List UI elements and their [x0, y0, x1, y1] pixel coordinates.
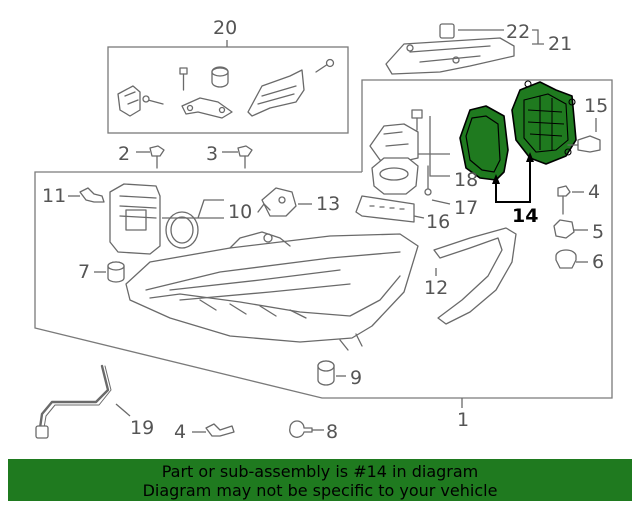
callout-2: 2 [118, 143, 130, 165]
headlamp-assembly [125, 231, 419, 351]
leader-18 [418, 116, 450, 177]
callout-10: 10 [228, 201, 252, 223]
cap-9 [317, 360, 346, 386]
bolt-4-bottom [192, 423, 235, 437]
clip-8 [289, 420, 324, 438]
callout-11: 11 [42, 185, 66, 207]
banner-line-disclaimer: Diagram may not be specific to your vehi… [142, 481, 498, 500]
bolt-15 [567, 118, 601, 153]
bolt-3 [222, 145, 253, 169]
callout-14: 14 [512, 205, 538, 227]
mounting-kit-parts [117, 58, 335, 119]
callout-20: 20 [213, 17, 237, 39]
connector-13 [257, 187, 312, 217]
callout-22: 22 [506, 21, 530, 43]
callout-6: 6 [592, 251, 604, 273]
callout-8: 8 [326, 421, 338, 443]
leader-21 [532, 29, 544, 45]
trim-12 [433, 227, 517, 325]
leader-17 [431, 199, 451, 205]
cap-7 [94, 261, 125, 283]
hose-19 [35, 364, 131, 439]
banner-line-part: Part or sub-assembly is #14 in diagram [161, 462, 479, 481]
part-14-highlighted [459, 80, 577, 203]
bolt-2 [136, 145, 165, 169]
bracket-18 [369, 109, 423, 163]
fasteners-right [553, 185, 577, 269]
callout-12: 12 [424, 277, 448, 299]
bolt-11 [68, 187, 105, 203]
callout-13: 13 [316, 193, 340, 215]
callout-9: 9 [350, 367, 362, 389]
callout-4-right: 4 [588, 181, 600, 203]
ballast-17 [371, 157, 432, 196]
callout-17: 17 [454, 197, 478, 219]
leader-16 [413, 215, 425, 219]
info-banner: Part or sub-assembly is #14 in diagram D… [8, 459, 632, 501]
callout-15: 15 [584, 95, 608, 117]
control-module-10 [109, 183, 224, 255]
callout-16: 16 [426, 211, 450, 233]
callout-7: 7 [78, 261, 90, 283]
callout-19: 19 [130, 417, 154, 439]
upper-bracket [385, 23, 515, 75]
callout-18: 18 [454, 169, 478, 191]
mounting-kit-frame [107, 46, 349, 134]
callout-5: 5 [592, 221, 604, 243]
parts-diagram: 20 22 21 15 2 3 18 4 11 13 17 10 14 16 5… [34, 17, 613, 443]
callout-1: 1 [457, 409, 469, 431]
callout-3: 3 [206, 143, 218, 165]
callout-21: 21 [548, 33, 572, 55]
callout-4-bottom: 4 [174, 421, 186, 443]
gasket-16 [355, 195, 415, 223]
main-assembly-frame [34, 79, 613, 399]
